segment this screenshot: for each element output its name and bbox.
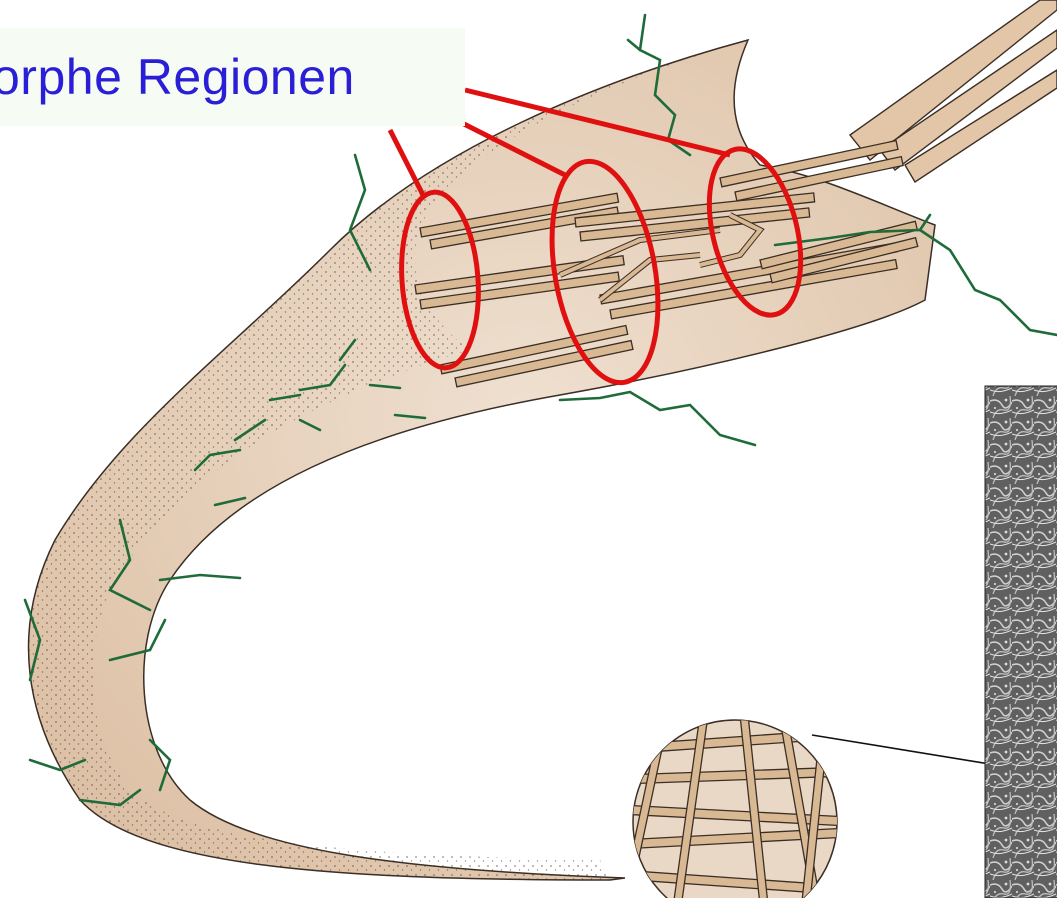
sem-image	[985, 386, 1057, 898]
magnified-view	[618, 714, 860, 898]
amorphous-regions-label-text: orphe Regionen	[0, 48, 355, 106]
callout-line-1	[390, 130, 423, 195]
label-overlay: orphe Regionen	[0, 28, 465, 126]
upper-fibers	[850, 0, 1057, 182]
